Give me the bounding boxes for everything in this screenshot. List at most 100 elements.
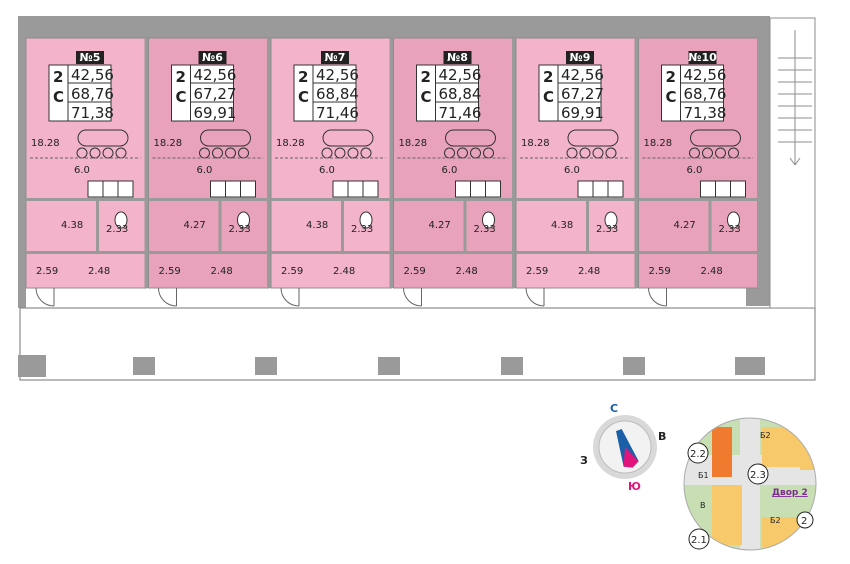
- room-area-hall: 4.27: [429, 220, 451, 231]
- compass-south: Ю: [628, 480, 641, 493]
- site-minimap: [684, 418, 816, 550]
- compass-east: В: [658, 430, 666, 443]
- kitchen-area: 68,76: [684, 85, 727, 103]
- compass-west: З: [580, 454, 588, 467]
- total-area: 71,46: [439, 104, 482, 122]
- rooms-count: 2: [176, 68, 186, 86]
- room-area-kitchen: 6.0: [564, 165, 580, 176]
- apartment-number-tag: [688, 51, 717, 64]
- room-area-hall: 4.38: [61, 220, 83, 231]
- room-area-living: 18.28: [31, 138, 60, 149]
- apartment-number: №6: [202, 51, 223, 64]
- svg-text:Б2: Б2: [770, 516, 781, 525]
- rooms-count: 2: [666, 68, 676, 86]
- apartment-type: С: [176, 88, 187, 106]
- total-area: 69,91: [194, 104, 237, 122]
- room-area-vestibule: 2.48: [456, 266, 478, 277]
- rooms-count: 2: [543, 68, 553, 86]
- room-area-kitchen: 6.0: [197, 165, 213, 176]
- room-area-bath: 2.33: [474, 224, 496, 235]
- svg-text:В: В: [700, 501, 706, 510]
- room-area-vestibule: 2.48: [578, 266, 600, 277]
- court-label: Двор 2: [772, 488, 808, 498]
- apartment-number: №9: [570, 51, 591, 64]
- apartment-number-tag: [321, 51, 349, 64]
- room-area-kitchen: 6.0: [74, 165, 90, 176]
- apartment-number: №5: [80, 51, 101, 64]
- kitchen-area: 67,27: [561, 85, 604, 103]
- total-area: 71,38: [71, 104, 114, 122]
- kitchen-area: 68,84: [439, 85, 482, 103]
- svg-text:Б1: Б1: [698, 471, 709, 480]
- rooms-count: 2: [298, 68, 308, 86]
- room-area-vestibule: 2.48: [701, 266, 723, 277]
- apartment-type: С: [298, 88, 309, 106]
- living-area: 42,56: [561, 66, 604, 84]
- apartment-type: С: [543, 88, 554, 106]
- apartment-number: №7: [325, 51, 346, 64]
- room-area-hall: 4.38: [306, 220, 328, 231]
- room-area-terrace: 2.59: [159, 266, 181, 277]
- svg-text:2: 2: [801, 516, 807, 527]
- svg-text:2.2: 2.2: [690, 449, 706, 460]
- room-area-bath: 2.33: [351, 224, 373, 235]
- room-area-bath: 2.33: [229, 224, 251, 235]
- living-area: 42,56: [194, 66, 237, 84]
- room-area-kitchen: 6.0: [442, 165, 458, 176]
- apartment-number: №8: [447, 51, 468, 64]
- room-area-terrace: 2.59: [649, 266, 671, 277]
- living-area: 42,56: [316, 66, 359, 84]
- room-area-kitchen: 6.0: [319, 165, 335, 176]
- room-area-hall: 4.27: [184, 220, 206, 231]
- apartment-type: С: [421, 88, 432, 106]
- total-area: 69,91: [561, 104, 604, 122]
- room-area-living: 18.28: [154, 138, 183, 149]
- room-area-hall: 4.38: [551, 220, 573, 231]
- apartment-number-tag: [566, 51, 594, 64]
- total-area: 71,38: [684, 104, 727, 122]
- room-area-bath: 2.33: [106, 224, 128, 235]
- room-area-vestibule: 2.48: [88, 266, 110, 277]
- rooms-count: 2: [53, 68, 63, 86]
- apartment-number-tag: [443, 51, 472, 64]
- apartment-number: №10: [688, 51, 717, 64]
- compass: [593, 415, 657, 479]
- room-area-terrace: 2.59: [526, 266, 548, 277]
- room-area-vestibule: 2.48: [211, 266, 233, 277]
- compass-north: С: [610, 402, 618, 415]
- room-area-living: 18.28: [644, 138, 673, 149]
- living-area: 42,56: [439, 66, 482, 84]
- room-area-living: 18.28: [276, 138, 305, 149]
- kitchen-area: 68,84: [316, 85, 359, 103]
- kitchen-area: 68,76: [71, 85, 114, 103]
- kitchen-area: 67,27: [194, 85, 237, 103]
- room-area-bath: 2.33: [719, 224, 741, 235]
- apartment-number-tag: [198, 51, 227, 64]
- room-area-terrace: 2.59: [404, 266, 426, 277]
- room-area-hall: 4.27: [674, 220, 696, 231]
- svg-text:2.3: 2.3: [750, 470, 766, 481]
- rooms-count: 2: [421, 68, 431, 86]
- apartment-type: С: [53, 88, 64, 106]
- room-area-terrace: 2.59: [281, 266, 303, 277]
- room-area-vestibule: 2.48: [333, 266, 355, 277]
- apartment-number-tag: [76, 51, 104, 64]
- living-area: 42,56: [71, 66, 114, 84]
- room-area-living: 18.28: [521, 138, 550, 149]
- minimap-labels: 2.2 2.3 2.1 2 Б2 Б1 В Б2 Двор 2: [687, 431, 814, 550]
- total-area: 71,46: [316, 104, 359, 122]
- room-area-living: 18.28: [399, 138, 428, 149]
- room-area-kitchen: 6.0: [687, 165, 703, 176]
- room-area-terrace: 2.59: [36, 266, 58, 277]
- living-area: 42,56: [684, 66, 727, 84]
- room-area-bath: 2.33: [596, 224, 618, 235]
- svg-text:Б2: Б2: [760, 431, 771, 440]
